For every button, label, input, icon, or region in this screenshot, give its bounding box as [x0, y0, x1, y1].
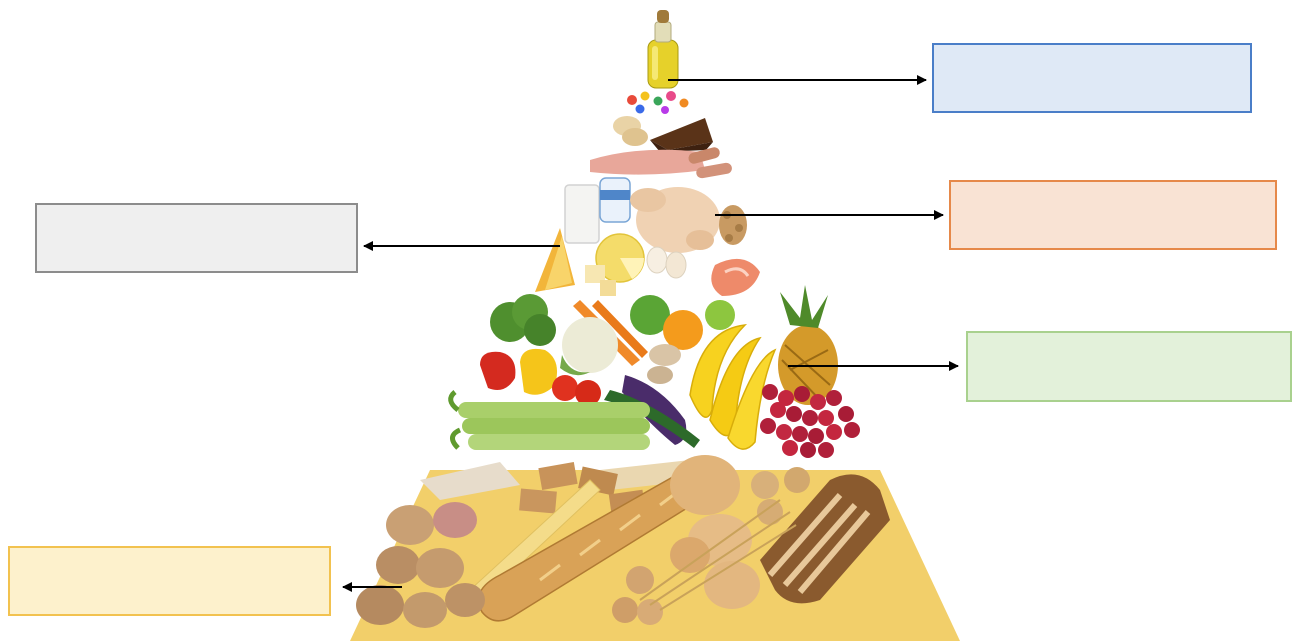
- mushroom-icon: [649, 344, 681, 366]
- label-box-protein[interactable]: [949, 180, 1277, 250]
- label-box-grains[interactable]: [8, 546, 331, 616]
- salmon-icon: [711, 259, 760, 296]
- yellow-pepper-icon: [520, 349, 557, 395]
- tier-fruits-vegetables: [451, 285, 860, 458]
- red-pepper-icon: [480, 352, 515, 390]
- nuts-icon: [719, 205, 747, 245]
- egg-icon: [647, 247, 667, 273]
- label-box-produce[interactable]: [966, 331, 1292, 402]
- candy-icon: [627, 95, 637, 105]
- cauliflower-icon: [562, 317, 618, 373]
- tier-grains: [350, 455, 960, 641]
- celery-icon: [458, 402, 650, 418]
- bread-roll-icon: [670, 455, 740, 515]
- cookie-icon: [751, 471, 779, 499]
- orange-icon: [663, 310, 703, 350]
- tomato-icon: [552, 375, 578, 401]
- tier-dairy-protein: [535, 146, 760, 296]
- milk-glass-icon: [565, 185, 599, 243]
- fish-icon: [590, 150, 705, 175]
- potato-icon: [386, 505, 434, 545]
- label-box-dairy[interactable]: [35, 203, 358, 273]
- label-box-fats-sweets[interactable]: [932, 43, 1252, 113]
